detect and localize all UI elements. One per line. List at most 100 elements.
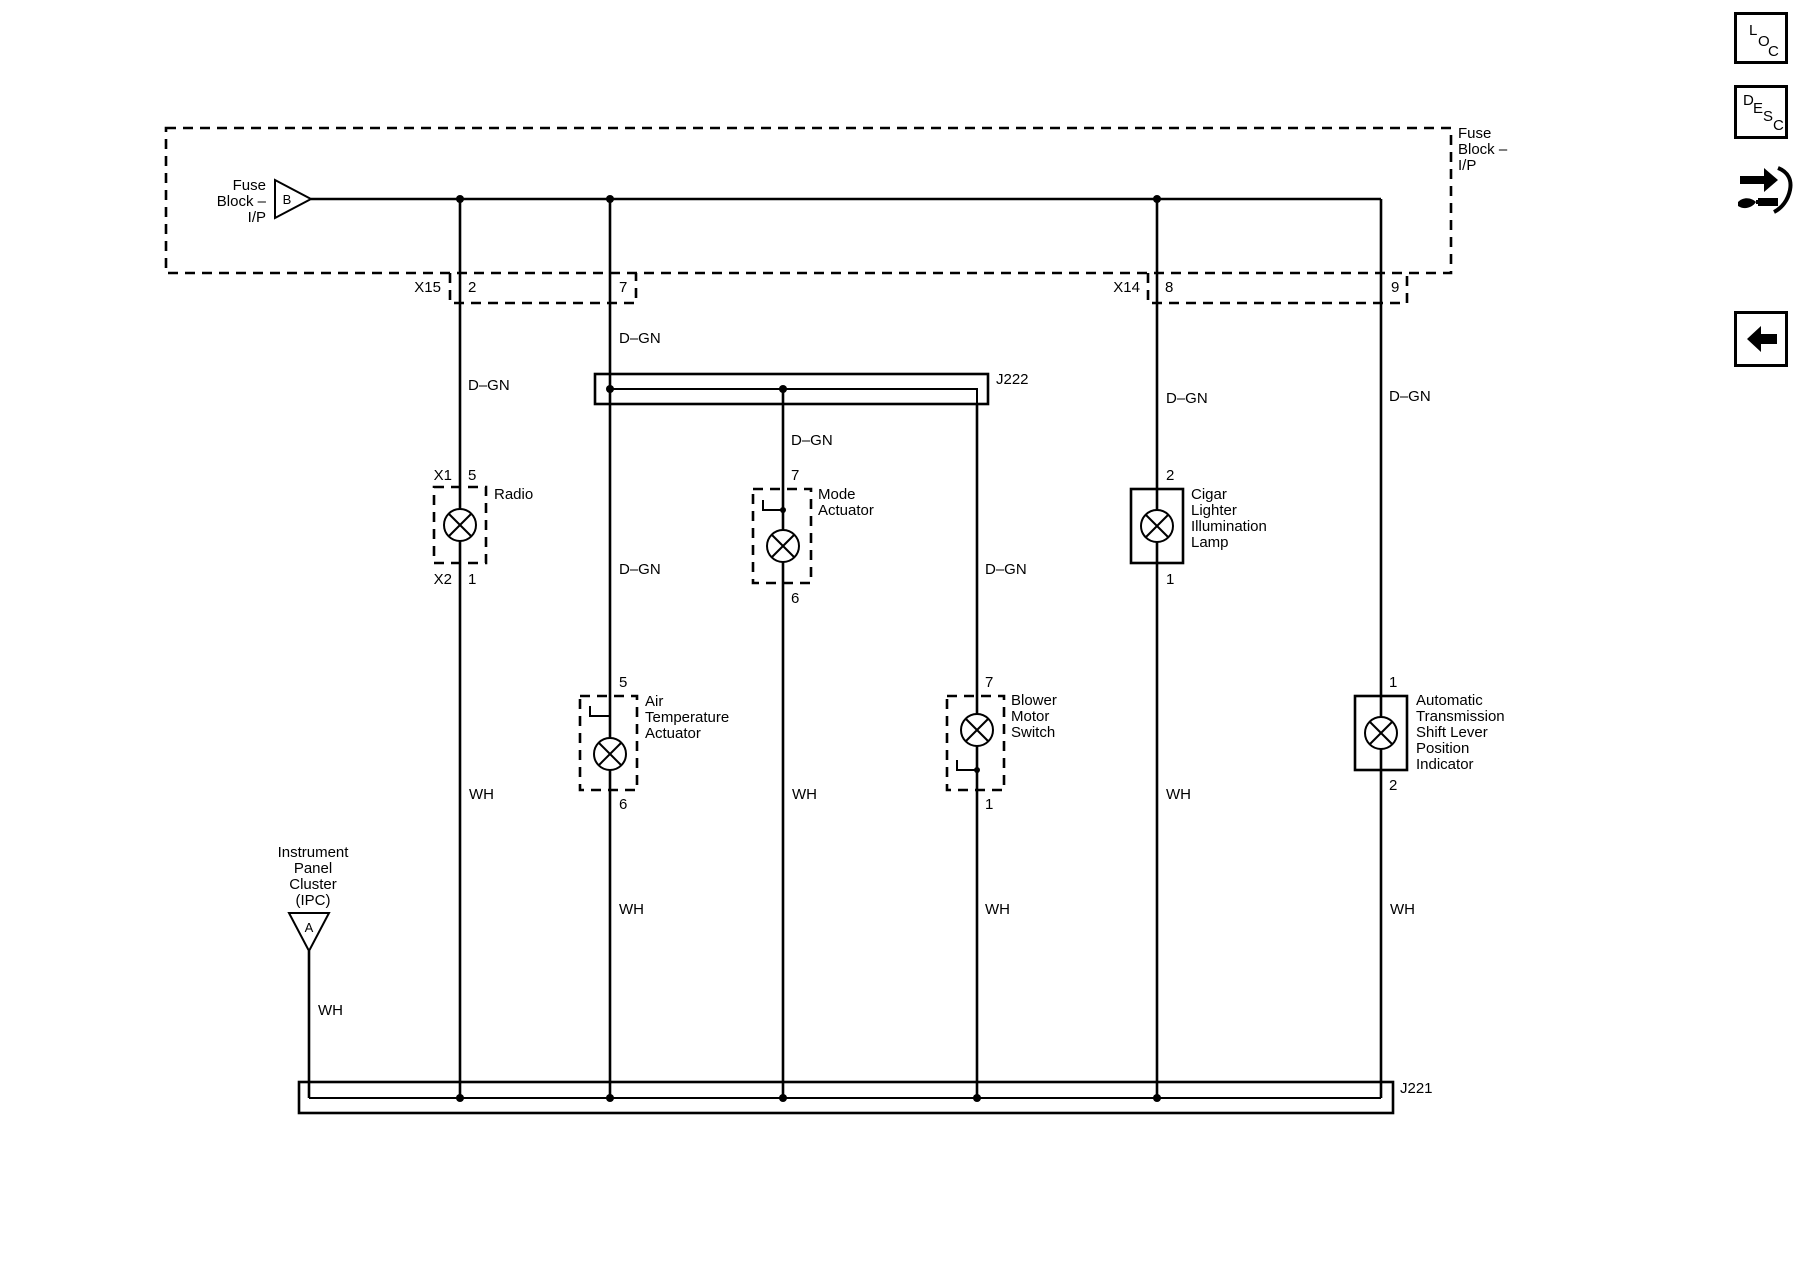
blower-internal-node xyxy=(974,767,980,773)
ipc-label-4: (IPC) xyxy=(296,892,331,909)
blower-pin-top: 7 xyxy=(985,674,993,691)
cigar-pin-top: 2 xyxy=(1166,467,1174,484)
cigar-label-1: Cigar xyxy=(1191,486,1227,503)
terminal-a-label: A xyxy=(305,920,314,935)
radio-pin-bottom: 1 xyxy=(468,571,476,588)
shift-label-5: Indicator xyxy=(1416,756,1474,773)
fuse-block-left-label-3: I/P xyxy=(248,209,266,226)
mode-lamp-icon xyxy=(766,529,800,563)
shift-lamp-icon xyxy=(1364,716,1398,750)
j222-label: J222 xyxy=(996,371,1029,388)
shift-pin-bottom: 2 xyxy=(1389,777,1397,794)
blower-pin-bottom: 1 xyxy=(985,796,993,813)
mode-label-2: Actuator xyxy=(818,502,874,519)
air-temp-component-box xyxy=(578,694,639,792)
loc-letter-l: L xyxy=(1749,22,1758,39)
air-temp-label-2: Temperature xyxy=(645,709,729,726)
repair-connector-icon[interactable] xyxy=(1734,158,1796,222)
cigar-label-3: Illumination xyxy=(1191,518,1267,535)
mode-return-color: WH xyxy=(792,786,817,803)
desc-letter-d: D xyxy=(1743,92,1754,109)
shift-feed-color: D–GN xyxy=(1389,388,1431,405)
temp-pin-bottom: 6 xyxy=(619,796,627,813)
cigar-feed-color: D–GN xyxy=(1166,390,1208,407)
shift-label-1: Automatic xyxy=(1416,692,1483,709)
x15-pin-7: 7 xyxy=(619,279,627,296)
radio-conn-bottom: X2 xyxy=(434,571,452,588)
blower-component-box xyxy=(945,694,1006,792)
radio-feed-color: D–GN xyxy=(468,377,510,394)
back-button[interactable] xyxy=(1734,311,1788,367)
air-temp-label-3: Actuator xyxy=(645,725,701,742)
cigar-label-4: Lamp xyxy=(1191,534,1229,551)
air-temp-internal-link xyxy=(589,706,610,717)
terminal-a-symbol xyxy=(287,912,331,954)
mode-pin-top: 7 xyxy=(791,467,799,484)
desc-letter-e: E xyxy=(1753,100,1764,117)
ipc-label-1: Instrument xyxy=(278,844,350,861)
x15-pin-2: 2 xyxy=(468,279,476,296)
loc-letter-o: O xyxy=(1758,33,1770,50)
terminal-b-label: B xyxy=(283,192,292,207)
air-temp-label-1: Air xyxy=(645,693,663,710)
mode-label-1: Mode xyxy=(818,486,856,503)
description-view-button[interactable]: D E S C xyxy=(1734,85,1788,139)
desc-letter-s: S xyxy=(1763,108,1774,125)
radio-return-color: WH xyxy=(469,786,494,803)
mode-feed-color: D–GN xyxy=(791,432,833,449)
j221-splice-outline xyxy=(297,1080,1395,1115)
ipc-label-2: Panel xyxy=(294,860,332,877)
radio-conn-top: X1 xyxy=(434,467,452,484)
radio-label: Radio xyxy=(494,486,533,503)
blower-label-3: Switch xyxy=(1011,724,1055,741)
fuse-block-left-label-1: Fuse xyxy=(233,177,266,194)
x14-pin-9: 9 xyxy=(1391,279,1399,296)
shift-label-3: Shift Lever xyxy=(1416,724,1488,741)
mode-internal-link xyxy=(762,500,783,511)
temp-pin-top: 5 xyxy=(619,674,627,691)
j221-nodes xyxy=(456,1094,1161,1102)
temp-feed-color: D–GN xyxy=(619,330,661,347)
cigar-return-color: WH xyxy=(1166,786,1191,803)
shift-return-color: WH xyxy=(1390,901,1415,918)
blower-return-color: WH xyxy=(985,901,1010,918)
x15-connector-outline xyxy=(448,273,638,305)
cigar-lamp-icon xyxy=(1140,509,1174,543)
shift-label-2: Transmission xyxy=(1416,708,1505,725)
blower-label-1: Blower xyxy=(1011,692,1057,709)
loc-letter-c: C xyxy=(1768,43,1779,60)
x14-connector-label: X14 xyxy=(1113,279,1140,296)
mode-component-box xyxy=(751,487,813,585)
temp-mid-color: D–GN xyxy=(619,561,661,578)
shift-pin-top: 1 xyxy=(1389,674,1397,691)
blower-lamp-icon xyxy=(960,713,994,747)
back-arrow-icon xyxy=(1747,326,1777,352)
fuse-block-outline xyxy=(164,126,1453,275)
temp-return-color: WH xyxy=(619,901,644,918)
j221-label: J221 xyxy=(1400,1080,1433,1097)
ipc-return-color: WH xyxy=(318,1002,343,1019)
fuse-block-right-label-3: I/P xyxy=(1458,157,1476,174)
blower-internal-link xyxy=(956,760,977,771)
cigar-pin-bottom: 1 xyxy=(1166,571,1174,588)
desc-letter-c: C xyxy=(1773,117,1784,134)
mode-pin-bottom: 6 xyxy=(791,590,799,607)
cigar-label-2: Lighter xyxy=(1191,502,1237,519)
j222-splice-outline xyxy=(593,372,990,406)
fuse-block-left-label-2: Block – xyxy=(217,193,267,210)
location-view-button[interactable]: L O C xyxy=(1734,12,1788,64)
shift-label-4: Position xyxy=(1416,740,1469,757)
j222-splice-bar xyxy=(610,388,978,404)
air-temp-lamp-icon xyxy=(593,737,627,771)
x14-pin-8: 8 xyxy=(1165,279,1173,296)
x14-connector-outline xyxy=(1146,273,1409,305)
blower-label-2: Motor xyxy=(1011,708,1049,725)
terminal-b-symbol xyxy=(274,178,314,220)
fuse-block-right-label-1: Fuse xyxy=(1458,125,1491,142)
blower-feed-color: D–GN xyxy=(985,561,1027,578)
fuse-block-right-label-2: Block – xyxy=(1458,141,1508,158)
radio-lamp-icon xyxy=(443,508,477,542)
ipc-label-3: Cluster xyxy=(289,876,337,893)
